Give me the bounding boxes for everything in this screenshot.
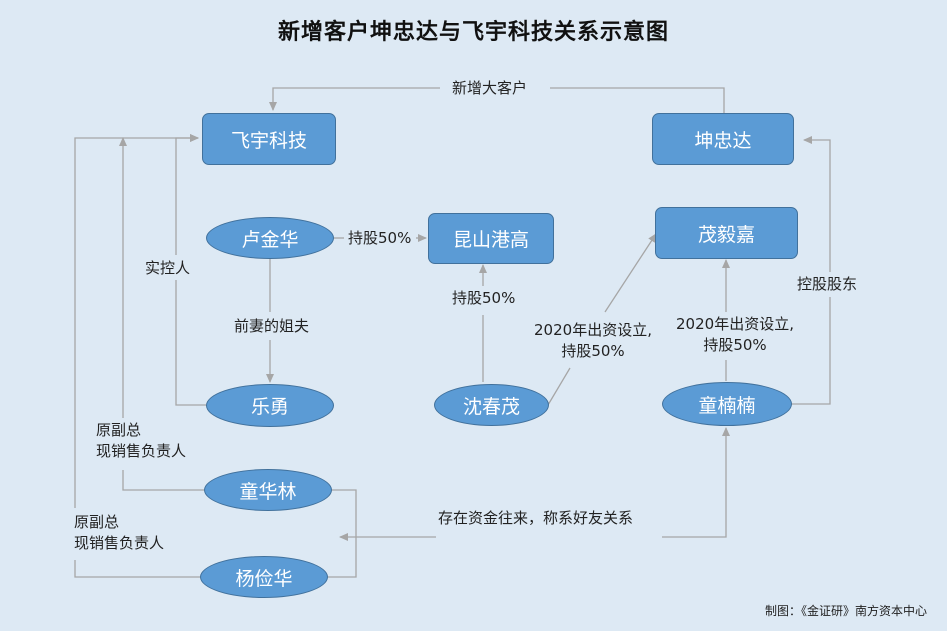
- label-former-vp-yangjianhua-line2: 现销售负责人: [74, 534, 165, 552]
- node-maoyijia: 茂毅嘉: [655, 207, 798, 259]
- label-tong-maoyijia: 2020年出资设立, 持股50%: [668, 314, 802, 356]
- edge-funds-right: [662, 427, 730, 538]
- label-ex-wife-brother: 前妻的姐夫: [234, 317, 310, 335]
- node-kunshan: 昆山港高: [428, 213, 554, 264]
- label-hold50-shen-kunshan: 持股50%: [452, 289, 516, 307]
- label-funds: 存在资金往来，称系好友关系: [438, 509, 634, 527]
- label-shen-maoyijia: 2020年出资设立, 持股50%: [526, 320, 660, 362]
- label-former-vp-yangjianhua-line1: 原副总: [74, 513, 120, 531]
- node-leyong: 乐勇: [206, 384, 334, 427]
- credit-text: 制图：《金证研》南方资本中心: [764, 604, 927, 618]
- label-new-client: 新增大客户: [452, 79, 528, 97]
- edge-yang-feiyu: [74, 138, 202, 578]
- label-actual-control: 实控人: [145, 259, 191, 277]
- edge-tonghualin-feiyu: [123, 138, 204, 491]
- edge-controlling: [791, 140, 831, 405]
- label-former-vp-tonghualin-line2: 现销售负责人: [96, 442, 187, 460]
- label-tong-maoyijia-line2: 持股50%: [703, 336, 767, 354]
- node-feiyu: 飞宇科技: [202, 113, 336, 165]
- label-former-vp-tonghualin-line1: 原副总: [96, 421, 142, 439]
- label-former-vp-yangjianhua: 原副总 现销售负责人: [74, 512, 164, 554]
- edge-shen-maoyijia-a: [547, 367, 571, 406]
- edge-shen-maoyijia-b: [604, 233, 657, 313]
- label-former-vp-tonghualin: 原副总 现销售负责人: [96, 420, 186, 462]
- label-controlling-shareholder: 控股股东: [794, 274, 861, 295]
- node-shenchunmao: 沈春茂: [434, 384, 549, 426]
- label-tong-maoyijia-line1: 2020年出资设立,: [676, 315, 794, 333]
- edge-new-client: [273, 87, 725, 113]
- edge-funds-bracket: [326, 489, 357, 578]
- label-hold50-lujinhua: 持股50%: [348, 229, 412, 247]
- node-lujinhua: 卢金华: [206, 217, 334, 259]
- node-tongnannan: 童楠楠: [662, 382, 792, 426]
- node-tonghualin: 童华林: [204, 469, 332, 511]
- diagram-title: 新增客户坤忠达与飞宇科技关系示意图: [277, 20, 669, 45]
- label-shen-maoyijia-line2: 持股50%: [561, 342, 625, 360]
- label-shen-maoyijia-line1: 2020年出资设立,: [534, 321, 652, 339]
- node-kunzhongda: 坤忠达: [652, 113, 794, 165]
- node-yangjianhua: 杨俭华: [200, 556, 328, 598]
